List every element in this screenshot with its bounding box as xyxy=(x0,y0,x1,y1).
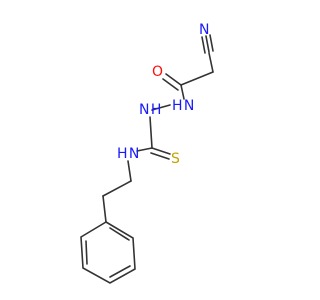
cyano-nitrogen-label: N xyxy=(199,22,209,38)
bond-ch2-phenyl xyxy=(102,195,107,223)
thione-double-bond-2 xyxy=(150,152,170,160)
thione-sulfur-label: S xyxy=(171,151,180,167)
bond-nh-thiocarbonyl xyxy=(149,116,153,149)
bond-nh-nh xyxy=(151,104,171,111)
bond-ch2-carbonyl xyxy=(180,71,214,86)
bond-carbonyl-nh xyxy=(180,84,185,100)
thione-double-bond-1 xyxy=(151,147,171,155)
aromatic-bond-3 xyxy=(85,240,88,265)
aromatic-bond-2 xyxy=(109,265,131,278)
amine-nh-label: H N xyxy=(117,146,139,162)
hydrazide-nh-label: H N xyxy=(172,98,194,114)
carbonyl-double-bond-1 xyxy=(165,73,182,86)
nitrile-triple-bond-1 xyxy=(201,36,206,54)
nitrile-triple-bond-2 xyxy=(205,35,210,53)
chemical-structure-diagram: N O H N N H H N S xyxy=(80,22,214,284)
phenyl-ring xyxy=(80,221,136,284)
bond-nh-ch2 xyxy=(127,160,132,182)
bond-cn-ch2 xyxy=(208,52,214,73)
carbonyl-double-bond-2 xyxy=(162,78,179,91)
nitrile-triple-bond-3 xyxy=(209,34,214,52)
bond-thiocarbonyl-nh xyxy=(136,147,153,152)
bond-ch2-ch2 xyxy=(102,180,132,197)
carbonyl-oxygen-label: O xyxy=(152,64,163,80)
hydrazine-nh-label: N H xyxy=(139,102,161,118)
atom-labels: N O H N N H H N S xyxy=(117,22,209,167)
aromatic-bond-1 xyxy=(109,227,130,241)
bond-lines xyxy=(80,34,214,284)
